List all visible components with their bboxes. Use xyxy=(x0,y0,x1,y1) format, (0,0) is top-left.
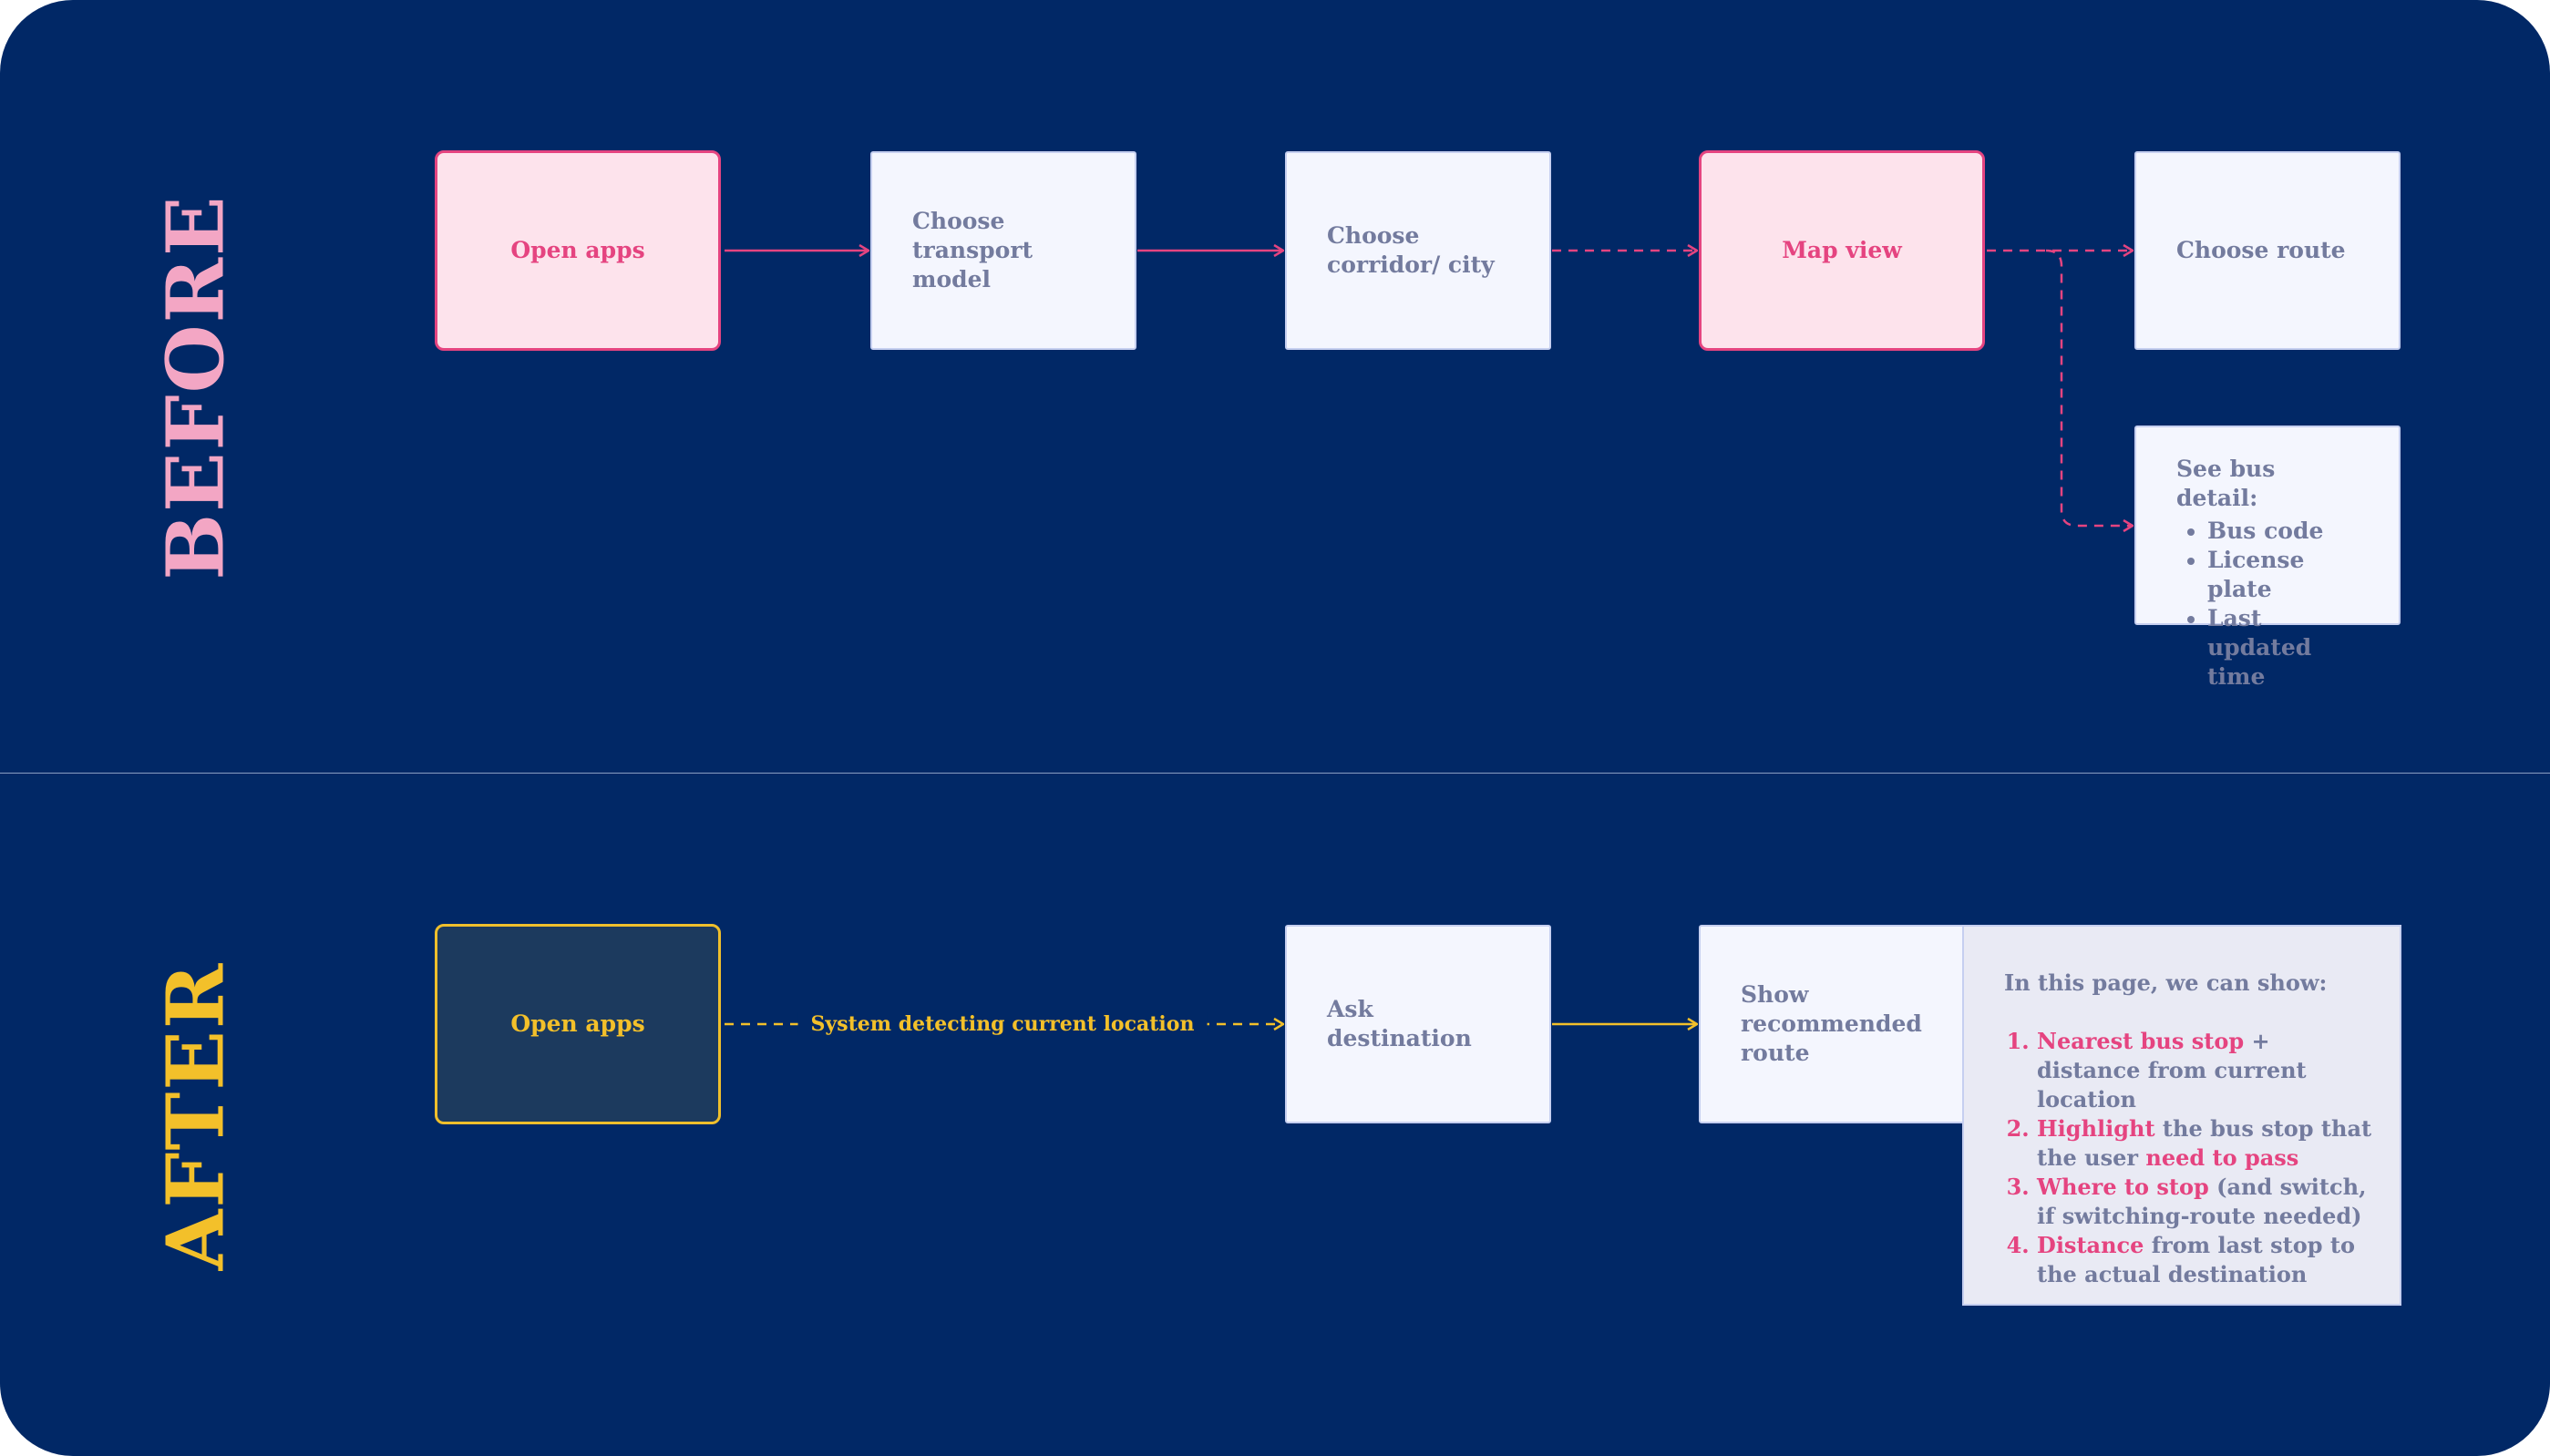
choose-corridor-box: Choose corridor/ city xyxy=(1285,151,1551,350)
info-item-text: (and switch, if switching-route needed) xyxy=(2037,1174,2367,1229)
choose-corridor-text: Choose corridor/ city xyxy=(1327,222,1495,278)
choose-route-box: Choose route xyxy=(2134,151,2401,350)
before-open-apps-text: Open apps xyxy=(510,237,645,263)
info-item-highlight: Distance xyxy=(2037,1232,2144,1258)
map-view-box: Map view xyxy=(1699,150,1985,351)
info-item-highlight: Nearest bus stop xyxy=(2037,1028,2245,1054)
after-open-apps-text: Open apps xyxy=(510,1010,645,1037)
info-item-highlight: Highlight xyxy=(2037,1115,2155,1142)
recommended-route-info-panel: In this page, we can show: Nearest bus s… xyxy=(1962,925,2401,1306)
map-view-text: Map view xyxy=(1782,237,1902,263)
arrow-map-to-bus-detail xyxy=(2045,249,2133,526)
show-route-box: Show recommended route xyxy=(1699,925,1972,1123)
section-divider xyxy=(0,773,2550,774)
before-open-apps-box: Open apps xyxy=(435,150,721,351)
info-item-highlight-stop: Highlight the bus stop that the user nee… xyxy=(2037,1114,2380,1173)
after-open-apps-box: Open apps xyxy=(435,924,721,1124)
info-panel-intro: In this page, we can show: xyxy=(2004,969,2328,996)
ask-destination-box: Ask destination xyxy=(1285,925,1551,1123)
bus-detail-list: Bus code License plate Last updated time xyxy=(2176,517,2359,692)
choose-route-text: Choose route xyxy=(2176,237,2346,263)
bus-detail-item: Bus code xyxy=(2207,517,2359,546)
choose-transport-box: Choose transport model xyxy=(870,151,1136,350)
bus-detail-item: Last updated time xyxy=(2207,604,2359,692)
info-item-distance: Distance from last stop to the actual de… xyxy=(2037,1231,2380,1289)
show-route-text: Show recommended route xyxy=(1741,981,1922,1066)
info-item-text: the bus stop that the user xyxy=(2037,1115,2372,1171)
info-item-where-to-stop: Where to stop (and switch, if switching-… xyxy=(2037,1173,2380,1231)
info-item-highlight: need to pass xyxy=(2145,1144,2299,1171)
info-item-highlight: Where to stop xyxy=(2037,1174,2209,1200)
info-item-text: + distance from current location xyxy=(2037,1028,2307,1113)
ask-destination-text: Ask destination xyxy=(1327,996,1472,1051)
info-panel-list: Nearest bus stop + distance from current… xyxy=(2004,1027,2380,1289)
info-item-text: from last stop to the actual destination xyxy=(2037,1232,2355,1287)
bus-detail-box: See bus detail: Bus code License plate L… xyxy=(2134,426,2401,690)
choose-transport-text: Choose transport model xyxy=(912,208,1033,292)
connector-label-location: System detecting current location xyxy=(797,1012,1208,1036)
bus-detail-title: See bus detail: xyxy=(2176,456,2276,511)
bus-detail-item: License plate xyxy=(2207,546,2359,604)
info-item-nearest-stop: Nearest bus stop + distance from current… xyxy=(2037,1027,2380,1114)
